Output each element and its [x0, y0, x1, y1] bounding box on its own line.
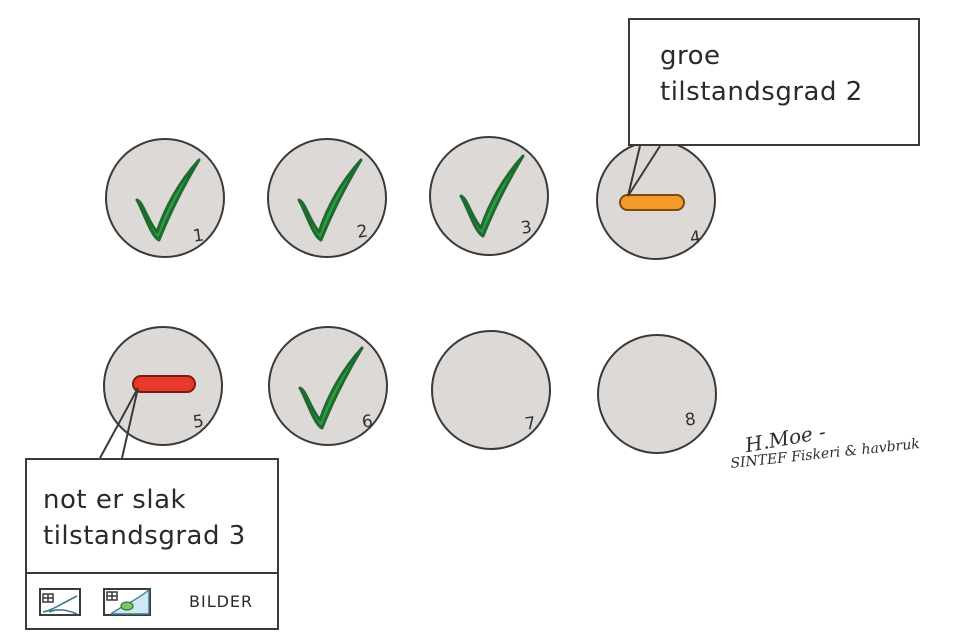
image-thumbnail-icon[interactable]	[39, 588, 81, 616]
callout-top-line-2: tilstandsgrad 2	[660, 77, 863, 107]
legend-row: BILDER	[27, 572, 277, 628]
check-icon	[135, 158, 201, 242]
check-icon	[459, 154, 525, 238]
circle-8: 8	[597, 334, 717, 454]
circle-1: 1	[105, 138, 225, 258]
callout-top-line-1: groe	[660, 41, 721, 71]
callout-bottom-line-2: tilstandsgrad 3	[43, 521, 246, 551]
legend-label: BILDER	[189, 592, 254, 611]
red-dash-icon	[132, 375, 196, 393]
callout-top: groe tilstandsgrad 2	[628, 18, 920, 146]
check-icon	[298, 346, 364, 430]
circle-2: 2	[267, 138, 387, 258]
circle-3: 3	[429, 136, 549, 256]
check-icon	[297, 158, 363, 242]
signature: H.Moe - SINTEF Fiskeri & havbruk	[730, 418, 921, 472]
callout-bottom: not er slak tilstandsgrad 3 BILDER	[25, 458, 279, 630]
circle-5: 5	[103, 326, 223, 446]
circle-7: 7	[431, 330, 551, 450]
image-thumbnail-icon[interactable]	[103, 588, 151, 616]
orange-dash-icon	[619, 194, 685, 211]
callout-bottom-line-1: not er slak	[43, 485, 187, 515]
circle-6: 6	[268, 326, 388, 446]
